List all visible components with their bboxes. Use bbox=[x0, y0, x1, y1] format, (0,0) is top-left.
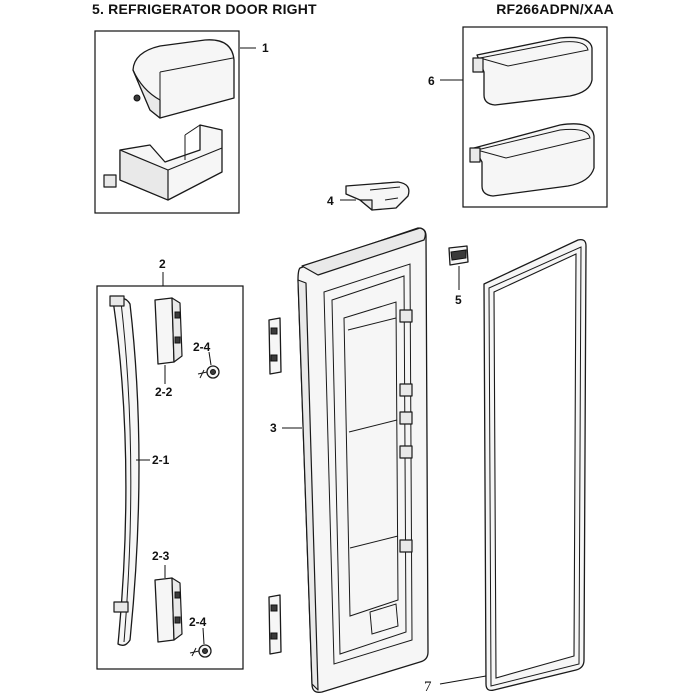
part-7-gasket[interactable] bbox=[483, 238, 587, 692]
part-3-door[interactable] bbox=[297, 227, 429, 693]
callout-3: 3 bbox=[270, 421, 277, 435]
part-1-group bbox=[94, 30, 240, 214]
callout-2-3: 2-3 bbox=[152, 549, 170, 563]
part-2-3-clip[interactable] bbox=[154, 577, 183, 643]
callout-4: 4 bbox=[327, 194, 334, 208]
part-6-group bbox=[462, 26, 608, 208]
callout-2-4-lower: 2-4 bbox=[189, 615, 207, 629]
callout-2-2: 2-2 bbox=[155, 385, 173, 399]
callout-6: 6 bbox=[428, 74, 435, 88]
part-5-clip[interactable] bbox=[448, 245, 469, 266]
callout-5: 5 bbox=[455, 293, 462, 307]
callout-7: 7 bbox=[424, 679, 432, 695]
callout-2-1: 2-1 bbox=[152, 453, 170, 467]
part-6-bin-lower[interactable] bbox=[469, 123, 595, 197]
part-2-4-screw-upper[interactable] bbox=[197, 365, 220, 379]
part-2-4-screw-lower[interactable] bbox=[189, 644, 212, 658]
model-number: RF266ADPN/XAA bbox=[496, 1, 614, 17]
part-6-frame bbox=[462, 26, 608, 208]
part-4-bracket[interactable] bbox=[345, 181, 410, 211]
part-2-1-handle[interactable] bbox=[109, 295, 140, 646]
part-1-housing[interactable] bbox=[103, 124, 223, 201]
part-2-group bbox=[96, 285, 244, 670]
part-2-frame bbox=[96, 285, 244, 670]
part-2-2-clip[interactable] bbox=[154, 297, 183, 365]
hinge-upper[interactable] bbox=[268, 317, 282, 375]
hinge-lower[interactable] bbox=[268, 594, 282, 655]
callout-2: 2 bbox=[159, 257, 166, 271]
callout-2-4-upper: 2-4 bbox=[193, 340, 211, 354]
part-1-frame bbox=[94, 30, 240, 214]
part-6-bin-upper[interactable] bbox=[472, 36, 593, 106]
diagram-title: 5. REFRIGERATOR DOOR RIGHT bbox=[92, 1, 317, 17]
callout-1: 1 bbox=[262, 41, 269, 55]
part-1-cover[interactable] bbox=[132, 39, 235, 119]
